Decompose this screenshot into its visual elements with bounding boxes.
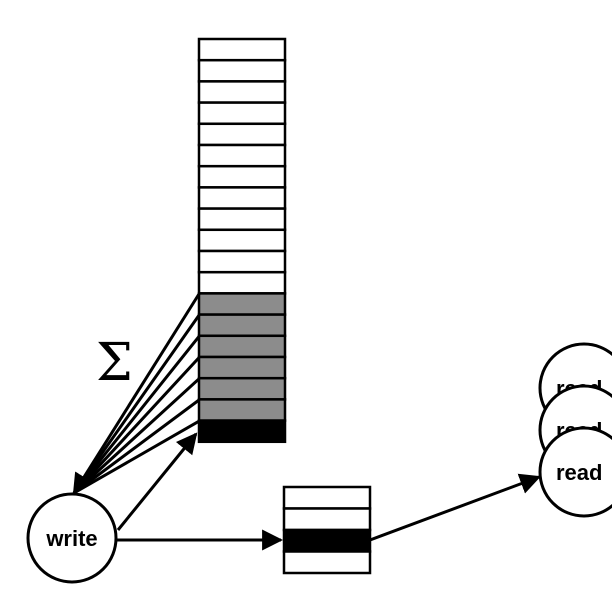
sum-arrow-2 [72, 314, 201, 494]
sum-arrow-4 [72, 356, 201, 495]
sum-symbol: Σ [96, 333, 133, 393]
write-node: write [26, 492, 118, 584]
tall-buffer-cell-1 [197, 37, 287, 62]
tall-buffer-cell-5 [197, 122, 287, 147]
sum-arrow-7 [73, 419, 200, 495]
tall-buffer-cell-4 [197, 101, 287, 126]
write-node-label: write [45, 526, 97, 551]
tall-buffer-cell-12 [197, 270, 287, 295]
tall-buffer-cell-19 [197, 419, 287, 444]
small-buffer-cell-3 [282, 528, 372, 553]
tall-buffer-cell-16 [197, 355, 287, 380]
tall-buffer-cell-17 [197, 376, 287, 401]
write-to-buffer-arrow [116, 432, 198, 531]
sum-arrow-5 [72, 377, 201, 495]
sum-arrow-6 [73, 398, 200, 495]
small-buffer-cell-2 [282, 507, 372, 532]
tall-buffer-cell-2 [197, 58, 287, 83]
tall-buffer-cell-15 [197, 334, 287, 359]
tall-buffer-cell-11 [197, 249, 287, 274]
tall-buffer-cell-18 [197, 398, 287, 422]
sum-arrow-3 [72, 335, 201, 494]
tall-buffer-cell-14 [197, 313, 287, 338]
tall-buffer-cell-13 [197, 292, 287, 316]
tall-buffer [197, 37, 287, 444]
small-buffer-cell-4 [282, 550, 372, 575]
tall-buffer-cell-7 [197, 164, 287, 189]
sum-arrow-1 [72, 293, 201, 495]
tall-buffer-cell-8 [197, 186, 287, 210]
read-node-front: read [538, 426, 612, 518]
tall-buffer-cell-6 [197, 143, 287, 168]
tall-buffer-cell-10 [197, 228, 287, 253]
read-node-label-front: read [556, 460, 602, 485]
small-buffer-to-read-arrow [369, 473, 541, 542]
tall-buffer-cell-3 [197, 80, 287, 104]
tall-buffer-cell-9 [197, 207, 287, 232]
small-buffer [282, 485, 372, 575]
sum-arrows [72, 293, 201, 495]
small-buffer-cell-1 [282, 485, 372, 510]
